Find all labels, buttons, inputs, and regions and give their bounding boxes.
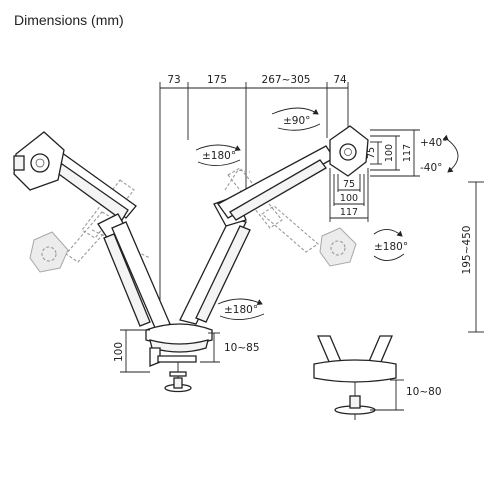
rotation-screen: ±90° — [271, 107, 321, 131]
rotation-base-label: ±180° — [224, 304, 258, 316]
dim-upper-arm-267-305: 267~305 — [262, 74, 311, 86]
clamp-height-dimension: 100 — [113, 329, 150, 373]
dim-vesa-100-w: 100 — [340, 193, 358, 204]
dim-vesa-117-h: 117 — [402, 144, 413, 162]
rotation-left-joint: ±180° — [195, 144, 241, 166]
dim-vesa-100-h: 100 — [384, 144, 395, 162]
rotation-base: ±180° — [217, 298, 265, 320]
dim-vesa-75-h: 75 — [366, 147, 377, 159]
dim-offset-73: 73 — [167, 74, 180, 86]
tilt-up-label: +40° — [420, 137, 447, 149]
rotation-right-joint: ±180° — [373, 229, 408, 261]
grommet-inset: 10~80 — [313, 335, 442, 420]
ghost-left-arm-positions — [29, 179, 151, 273]
dim-base-height-100: 100 — [113, 342, 125, 362]
tilt-down-label: -40° — [420, 162, 442, 174]
dim-vesa-75-w: 75 — [343, 179, 355, 190]
rotation-left-joint-label: ±180° — [202, 150, 236, 162]
rotation-screen-label: ±90° — [283, 115, 310, 127]
height-range-dimension: 195~450 — [461, 181, 484, 333]
dim-head-74: 74 — [333, 74, 347, 86]
dim-lower-arm-175: 175 — [207, 74, 227, 86]
rotation-right-joint-label: ±180° — [374, 241, 408, 253]
dim-vesa-117-w: 117 — [340, 207, 358, 218]
left-arm — [13, 131, 171, 331]
dim-grommet-range: 10~80 — [406, 386, 442, 398]
ghost-right-arm-positions — [224, 167, 357, 267]
clamp-base — [145, 323, 213, 393]
vesa-width-dimensions: 75 100 117 — [329, 168, 369, 222]
right-arm — [179, 125, 369, 325]
tilt-indicator: +40° -40° — [420, 134, 459, 174]
dim-clamp-range: 10~85 — [224, 342, 260, 354]
page-title: Dimensions (mm) — [14, 12, 124, 28]
dim-height-range: 195~450 — [461, 226, 473, 275]
vesa-height-dimensions: 75 100 117 — [366, 129, 420, 177]
clamp-range-dimension: 10~85 — [200, 332, 260, 363]
